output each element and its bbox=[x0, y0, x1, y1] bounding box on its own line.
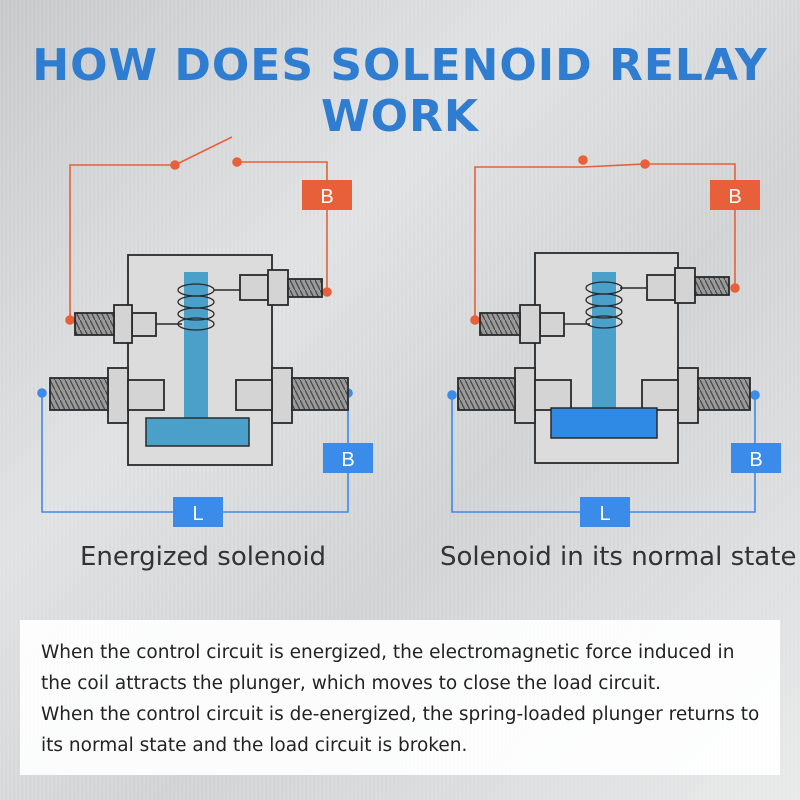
control-label: B bbox=[728, 186, 741, 208]
load-label-bottom-badge: L bbox=[173, 497, 223, 527]
energized-solenoid-diagram: B B L bbox=[37, 136, 373, 527]
load-label-bottom-badge: L bbox=[580, 497, 630, 527]
control-label-badge: B bbox=[710, 180, 760, 210]
load-label-right: B bbox=[749, 449, 762, 471]
normal-solenoid-diagram: B B L bbox=[447, 155, 781, 527]
description-energized: When the control circuit is energized, t… bbox=[41, 642, 735, 694]
control-circuit bbox=[65, 136, 332, 325]
load-label-bottom: L bbox=[599, 503, 610, 525]
load-label-right-badge: B bbox=[731, 443, 781, 473]
relay-diagrams: B B L bbox=[37, 136, 781, 527]
description-box: When the control circuit is energized, t… bbox=[20, 620, 780, 775]
coil-spring bbox=[177, 283, 215, 331]
load-label-right-badge: B bbox=[323, 443, 373, 473]
coil-spring bbox=[585, 281, 623, 329]
plunger bbox=[145, 272, 250, 447]
plunger bbox=[550, 272, 658, 439]
caption-energized: Energized solenoid bbox=[80, 542, 327, 572]
description-de-energized: When the control circuit is de-energized… bbox=[41, 704, 760, 756]
caption-normal: Solenoid in its normal state bbox=[440, 542, 797, 572]
page-title: HOW DOES SOLENOID RELAY WORK bbox=[32, 40, 768, 142]
load-label-right: B bbox=[341, 449, 354, 471]
load-label-bottom: L bbox=[192, 503, 203, 525]
control-label-badge: B bbox=[302, 180, 352, 210]
control-label: B bbox=[320, 186, 333, 208]
